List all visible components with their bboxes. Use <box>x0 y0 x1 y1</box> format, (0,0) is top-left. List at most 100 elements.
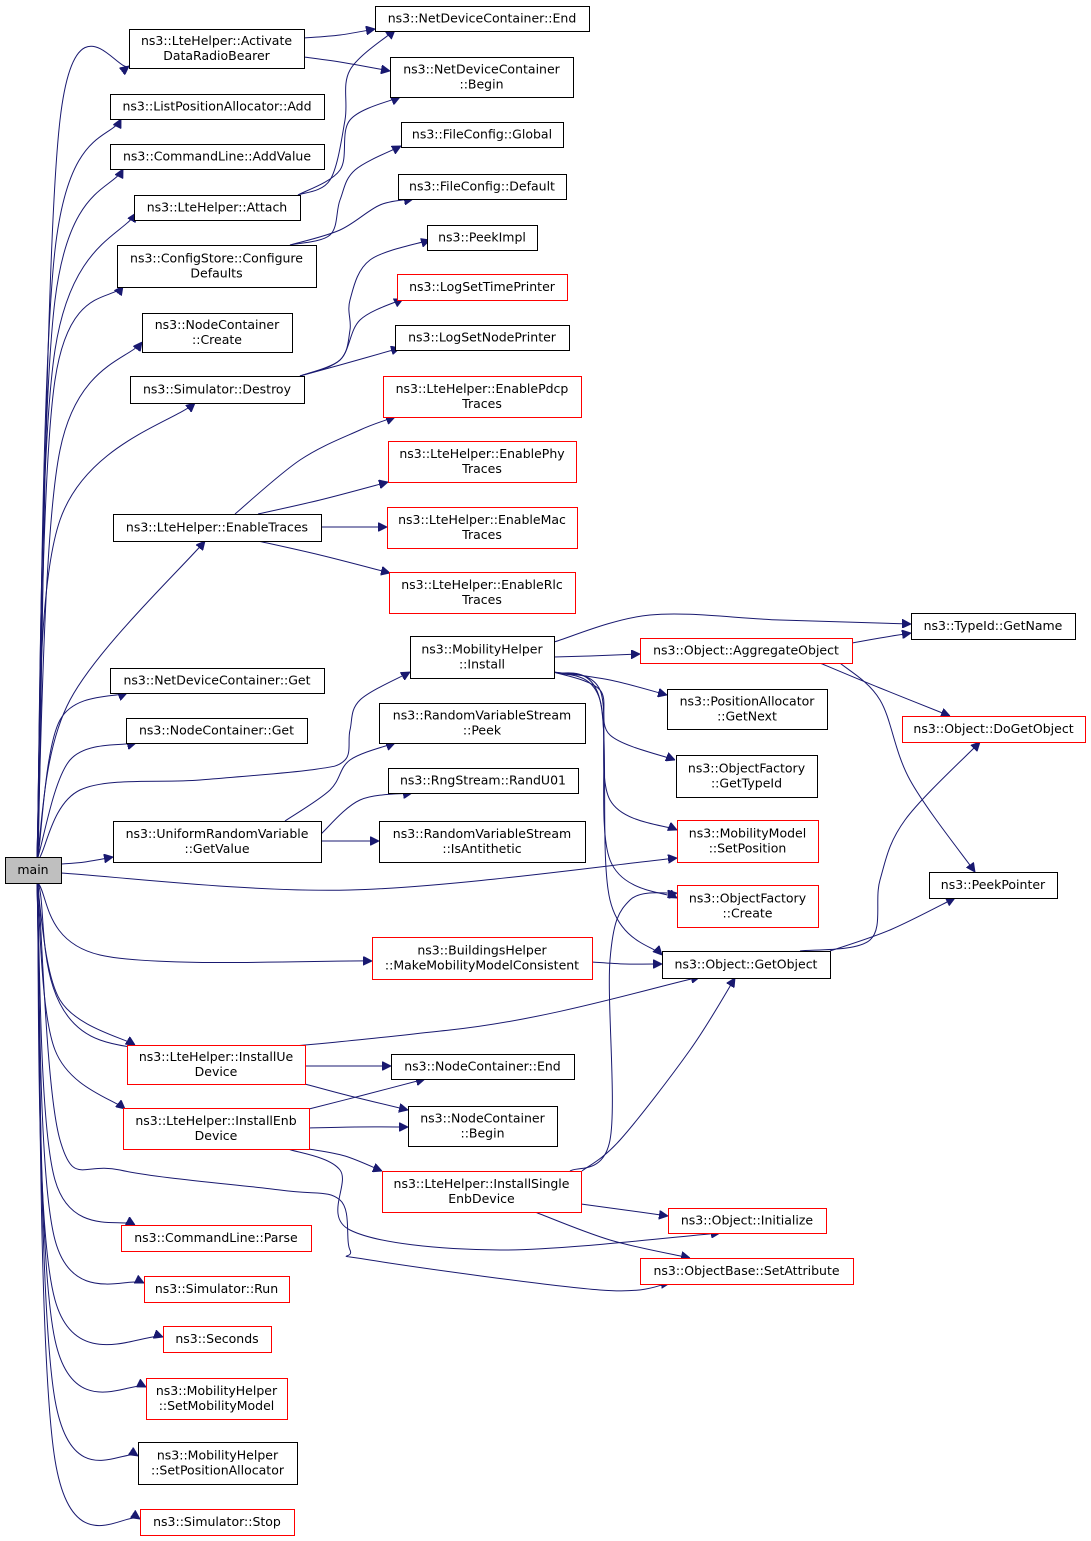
node-label: ns3::Simulator::Stop <box>153 1514 281 1529</box>
node-seconds[interactable]: ns3::Seconds <box>163 1326 272 1353</box>
node-label: ::Install <box>459 657 505 672</box>
edge-main-to-activate <box>37 45 129 858</box>
node-box <box>911 613 1076 640</box>
node-nccreate[interactable]: ns3::NodeContainer::Create <box>142 313 293 353</box>
edge-installsingle-to-getobject <box>581 978 735 1172</box>
node-addvalue[interactable]: ns3::CommandLine::AddValue <box>110 144 325 170</box>
node-box <box>388 441 577 483</box>
node-dogetobject[interactable]: ns3::Object::DoGetObject <box>902 716 1086 743</box>
edge-installue-to-ncbegin <box>304 1083 408 1110</box>
node-box <box>163 1326 272 1353</box>
node-ofcreate[interactable]: ns3::ObjectFactory::Create <box>677 885 819 928</box>
node-ofgettypeid[interactable]: ns3::ObjectFactory::GetTypeId <box>676 755 818 798</box>
node-isanti[interactable]: ns3::RandomVariableStream::IsAntithetic <box>379 821 586 863</box>
node-box <box>390 57 574 98</box>
node-peekimpl[interactable]: ns3::PeekImpl <box>427 225 538 251</box>
node-ncbegin[interactable]: ns3::NodeContainer::Begin <box>408 1106 558 1147</box>
node-parse[interactable]: ns3::CommandLine::Parse <box>121 1225 312 1252</box>
node-box <box>146 1378 288 1420</box>
edge-main-to-nccreate <box>36 342 142 858</box>
node-mhinstall[interactable]: ns3::MobilityHelper::Install <box>410 636 555 679</box>
edge-simdestroy-to-lognode <box>299 348 400 377</box>
node-listpos[interactable]: ns3::ListPositionAllocator::Add <box>110 94 325 120</box>
node-setattr[interactable]: ns3::ObjectBase::SetAttribute <box>640 1258 854 1285</box>
node-urvget[interactable]: ns3::UniformRandomVariable::GetValue <box>113 821 322 863</box>
node-simstop[interactable]: ns3::Simulator::Stop <box>140 1509 295 1536</box>
node-box <box>401 122 564 148</box>
node-peekpointer[interactable]: ns3::PeekPointer <box>929 872 1058 899</box>
node-box <box>677 820 819 863</box>
node-posgetnext[interactable]: ns3::PositionAllocator::GetNext <box>667 689 828 730</box>
node-fcdefault[interactable]: ns3::FileConfig::Default <box>398 174 567 200</box>
edge-enabletraces-to-enpdcp <box>234 417 395 515</box>
node-label: ns3::NetDeviceContainer <box>403 62 560 77</box>
node-label: Device <box>195 1064 238 1079</box>
node-label: ::Begin <box>460 1126 504 1141</box>
node-label: ns3::ObjectFactory <box>688 761 806 776</box>
node-ndcget[interactable]: ns3::NetDeviceContainer::Get <box>110 668 325 694</box>
node-ncend[interactable]: ns3::NodeContainer::End <box>391 1054 575 1080</box>
node-mmsetpos[interactable]: ns3::MobilityModel::SetPosition <box>677 820 819 863</box>
node-ndcbegin[interactable]: ns3::NetDeviceContainer::Begin <box>390 57 574 98</box>
node-setmobility[interactable]: ns3::MobilityHelper::SetMobilityModel <box>146 1378 288 1420</box>
edge-simdestroy-to-logtime <box>299 299 403 377</box>
node-label: ns3::NodeContainer::End <box>404 1059 560 1074</box>
edge-mhinstall-to-mmsetpos <box>553 671 677 830</box>
node-box <box>395 325 570 351</box>
edge-aggregate-to-dogetobject <box>819 662 950 716</box>
node-label: ns3::LteHelper::EnableTraces <box>126 520 308 535</box>
edge-main-to-configstore <box>36 286 123 858</box>
edge-installenb-to-objinit <box>287 1148 720 1251</box>
node-getobject[interactable]: ns3::Object::GetObject <box>662 951 831 979</box>
node-label: Defaults <box>190 266 242 281</box>
node-simrun[interactable]: ns3::Simulator::Run <box>144 1276 290 1303</box>
node-setposalloc[interactable]: ns3::MobilityHelper::SetPositionAllocato… <box>138 1442 298 1485</box>
edge-main-to-ndcget <box>37 693 127 858</box>
edge-main-to-simstop <box>36 882 140 1526</box>
node-buildings[interactable]: ns3::BuildingsHelper::MakeMobilityModelC… <box>372 937 593 980</box>
node-simdestroy[interactable]: ns3::Simulator::Destroy <box>130 376 305 404</box>
node-label: ns3::NetDeviceContainer::End <box>388 11 577 26</box>
node-box <box>383 376 582 418</box>
node-label: ns3::ListPositionAllocator::Add <box>122 99 311 114</box>
node-fcglobal[interactable]: ns3::FileConfig::Global <box>401 122 564 148</box>
node-typeidname[interactable]: ns3::TypeId::GetName <box>911 613 1076 640</box>
node-box <box>427 225 538 251</box>
node-attach[interactable]: ns3::LteHelper::Attach <box>134 195 301 221</box>
node-label: ns3::LteHelper::Activate <box>141 33 292 48</box>
node-label: ns3::LteHelper::InstallUe <box>139 1049 294 1064</box>
node-randu01[interactable]: ns3::RngStream::RandU01 <box>388 768 579 794</box>
node-main[interactable]: main <box>5 857 62 884</box>
node-box <box>387 507 578 549</box>
node-label: ::SetPosition <box>709 841 787 856</box>
edge-mhinstall-to-getobject <box>553 671 662 955</box>
edge-main-to-setattr <box>37 882 670 1292</box>
edge-main-to-mhinstall <box>39 672 410 858</box>
node-ndcend[interactable]: ns3::NetDeviceContainer::End <box>375 6 590 32</box>
node-box <box>676 755 818 798</box>
node-enabletraces[interactable]: ns3::LteHelper::EnableTraces <box>113 514 322 542</box>
node-label: ns3::Object::GetObject <box>675 957 818 972</box>
node-aggregate[interactable]: ns3::Object::AggregateObject <box>640 638 853 664</box>
node-box <box>129 29 305 69</box>
node-logtime[interactable]: ns3::LogSetTimePrinter <box>397 274 568 301</box>
node-lognode[interactable]: ns3::LogSetNodePrinter <box>395 325 570 351</box>
node-rvspeek[interactable]: ns3::RandomVariableStream::Peek <box>379 703 586 744</box>
edge-main-to-enabletraces <box>36 541 205 858</box>
edge-configstore-to-fcglobal <box>289 146 401 246</box>
edge-attach-to-ndcend <box>297 30 395 196</box>
node-label: EnbDevice <box>448 1191 515 1206</box>
edge-main-to-listpos <box>36 119 121 858</box>
node-ncget[interactable]: ns3::NodeContainer::Get <box>126 718 308 744</box>
node-label: ns3::ObjectBase::SetAttribute <box>653 1263 839 1278</box>
node-objinit[interactable]: ns3::Object::Initialize <box>668 1208 827 1234</box>
